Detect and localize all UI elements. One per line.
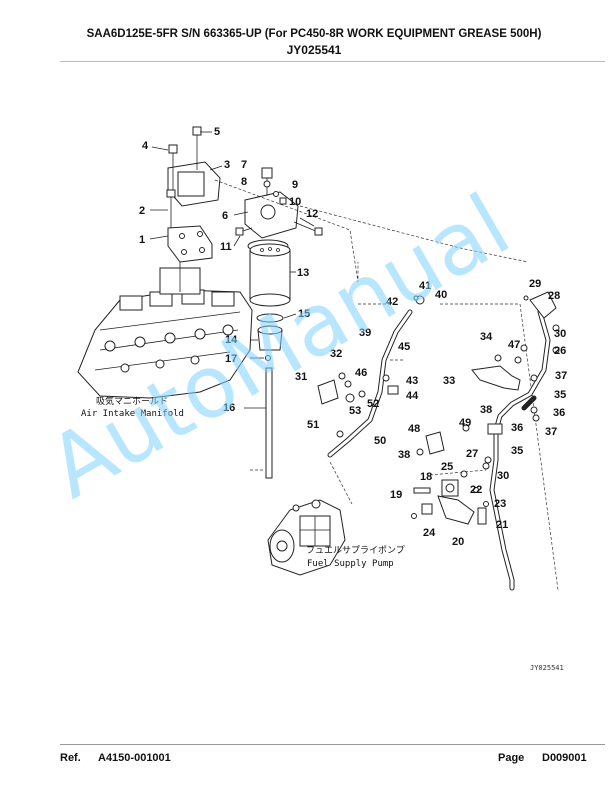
callout-39: 39 bbox=[359, 327, 371, 339]
callout-8: 8 bbox=[241, 176, 247, 188]
callout-2: 2 bbox=[139, 205, 145, 217]
callout-18: 18 bbox=[420, 471, 432, 483]
fuel-pump-label-en: Fuel Supply Pump bbox=[307, 559, 394, 569]
callout-33: 33 bbox=[443, 375, 455, 387]
callout-21: 21 bbox=[496, 519, 508, 531]
callout-27: 27 bbox=[466, 448, 478, 460]
reference-lines bbox=[214, 179, 559, 591]
callout-36a: 36 bbox=[553, 407, 565, 419]
callout-32: 32 bbox=[330, 348, 342, 360]
callout-3: 3 bbox=[224, 159, 230, 171]
leader-lines bbox=[149, 131, 315, 409]
callout-42: 42 bbox=[386, 296, 398, 308]
callout-4: 4 bbox=[142, 140, 149, 152]
page-value: D009001 bbox=[542, 752, 587, 764]
footer-rule bbox=[60, 744, 605, 745]
callout-22: 22 bbox=[470, 484, 482, 496]
callout-44: 44 bbox=[406, 390, 419, 402]
callout-26: 26 bbox=[554, 345, 566, 357]
callout-36b: 36 bbox=[511, 422, 523, 434]
intake-manifold-label-en: Air Intake Manifold bbox=[81, 409, 184, 419]
callout-9: 9 bbox=[292, 179, 298, 191]
callout-51: 51 bbox=[307, 419, 319, 431]
callout-25: 25 bbox=[441, 461, 453, 473]
callout-45: 45 bbox=[398, 341, 410, 353]
callout-20: 20 bbox=[452, 536, 464, 548]
callout-37b: 37 bbox=[545, 426, 557, 438]
callout-38a: 38 bbox=[480, 404, 492, 416]
fuel-pump-label-jp: フュエルサプライポンプ bbox=[306, 545, 405, 556]
page-label: Page bbox=[498, 752, 525, 764]
figure-code: JY025541 bbox=[286, 43, 342, 57]
callout-31: 31 bbox=[295, 371, 307, 383]
ref-value: A4150-001001 bbox=[98, 752, 171, 764]
callout-52: 52 bbox=[367, 398, 379, 410]
fittings-and-brackets bbox=[317, 291, 560, 525]
callout-16: 16 bbox=[223, 402, 235, 414]
callout-13: 13 bbox=[297, 267, 309, 279]
callout-49: 49 bbox=[459, 417, 471, 429]
drawing-code: JY025541 bbox=[530, 664, 564, 672]
callout-30a: 30 bbox=[554, 328, 566, 340]
callout-28: 28 bbox=[548, 290, 560, 302]
callout-10: 10 bbox=[289, 196, 301, 208]
callout-50: 50 bbox=[374, 435, 386, 447]
callout-numbers: 1 2 3 4 5 6 7 8 9 10 11 12 13 14 15 16 1… bbox=[139, 126, 567, 548]
callout-11: 11 bbox=[220, 241, 232, 253]
callout-14: 14 bbox=[225, 334, 238, 346]
callout-30b: 30 bbox=[497, 470, 509, 482]
ref-label: Ref. bbox=[60, 752, 81, 764]
callout-37a: 37 bbox=[555, 370, 567, 382]
callout-12: 12 bbox=[306, 208, 318, 220]
callout-34: 34 bbox=[480, 331, 493, 343]
callout-17: 17 bbox=[225, 353, 237, 365]
callout-15: 15 bbox=[298, 308, 310, 320]
callout-7: 7 bbox=[241, 159, 247, 171]
fuel-supply-pump-illustration bbox=[267, 499, 346, 576]
callout-40: 40 bbox=[435, 289, 447, 301]
callout-24: 24 bbox=[423, 527, 436, 539]
fuel-filter-assembly bbox=[235, 167, 323, 479]
bracket-assembly bbox=[166, 126, 221, 292]
header-rule bbox=[60, 61, 605, 62]
callout-19: 19 bbox=[390, 489, 402, 501]
callout-46: 46 bbox=[355, 367, 367, 379]
callout-53: 53 bbox=[349, 405, 361, 417]
callout-6: 6 bbox=[222, 210, 228, 222]
page-title: SAA6D125E-5FR S/N 663365-UP (For PC450-8… bbox=[86, 28, 542, 40]
intake-manifold-label-jp: 吸気マニホールド bbox=[96, 395, 168, 407]
callout-29: 29 bbox=[529, 278, 541, 290]
callout-5: 5 bbox=[214, 126, 220, 138]
callout-23: 23 bbox=[494, 498, 506, 510]
callout-47: 47 bbox=[508, 339, 520, 351]
callout-35b: 35 bbox=[511, 445, 523, 457]
callout-1: 1 bbox=[139, 234, 145, 246]
callout-38b: 38 bbox=[398, 449, 410, 461]
callout-48: 48 bbox=[408, 423, 420, 435]
callout-43: 43 bbox=[406, 375, 418, 387]
callout-41: 41 bbox=[419, 280, 431, 292]
callout-35a: 35 bbox=[554, 389, 566, 401]
